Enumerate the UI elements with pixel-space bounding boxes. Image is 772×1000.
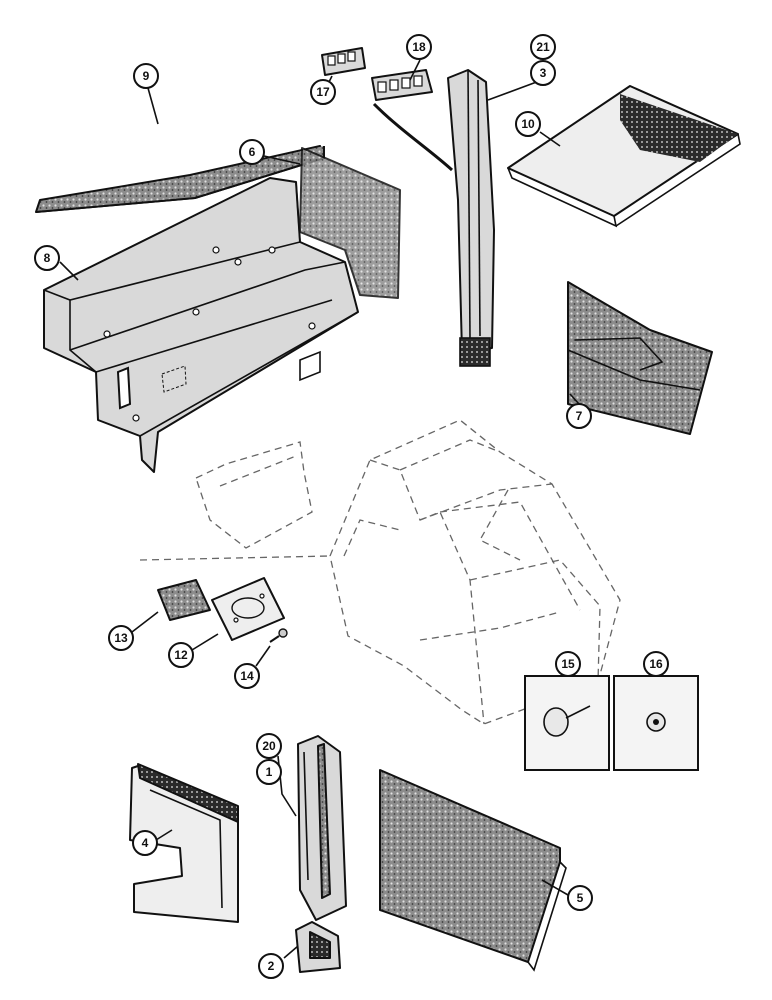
callout-label: 1 [266,765,273,779]
part-10-roof-panel [507,85,741,228]
callout-label: 20 [262,739,276,753]
callout-9: 9 [133,63,159,89]
callout-label: 17 [316,85,330,99]
callout-3: 3 [530,60,556,86]
part-8-console-panel [43,177,359,473]
part-18-clip-strip [371,69,454,172]
callout-label: 8 [44,251,51,265]
callout-5: 5 [567,885,593,911]
part-12-plate [211,577,285,641]
callout-21: 21 [530,34,556,60]
part-5-foam-panel [379,769,567,972]
callout-label: 7 [576,409,583,423]
callout-18: 18 [406,34,432,60]
callout-15: 15 [555,651,581,677]
callout-8: 8 [34,245,60,271]
callout-label: 21 [536,40,550,54]
inset-15-push-fastener [524,675,610,771]
callout-1: 1 [256,759,282,785]
inset-16-clip-fastener [613,675,699,771]
cab-frame-outline [139,419,621,725]
part-3-pillar-trim [447,69,495,367]
callout-label: 10 [521,117,535,131]
callout-label: 13 [114,631,128,645]
callout-17: 17 [310,79,336,105]
part-17-clip-strip [321,47,366,76]
callout-label: 16 [649,657,663,671]
callout-label: 9 [143,69,150,83]
callout-label: 4 [142,836,149,850]
callout-16: 16 [643,651,669,677]
callout-label: 2 [268,959,275,973]
callout-20: 20 [256,733,282,759]
callout-label: 14 [240,669,254,683]
callout-12: 12 [168,642,194,668]
part-1-vertical-trim [297,735,347,921]
part-14-screw [269,628,288,643]
callout-label: 15 [561,657,575,671]
callout-14: 14 [234,663,260,689]
callout-label: 12 [174,648,188,662]
part-13-foam-pad [157,579,211,621]
callout-label: 3 [540,66,547,80]
callout-13: 13 [108,625,134,651]
part-2-block [295,921,341,973]
part-4-door-panel [129,763,239,923]
callout-4: 4 [132,830,158,856]
callout-label: 6 [249,145,256,159]
callout-7: 7 [566,403,592,429]
part-7-corner-panel [567,281,713,435]
callout-10: 10 [515,111,541,137]
callout-label: 18 [412,40,426,54]
callout-2: 2 [258,953,284,979]
callout-6: 6 [239,139,265,165]
callout-label: 5 [577,891,584,905]
